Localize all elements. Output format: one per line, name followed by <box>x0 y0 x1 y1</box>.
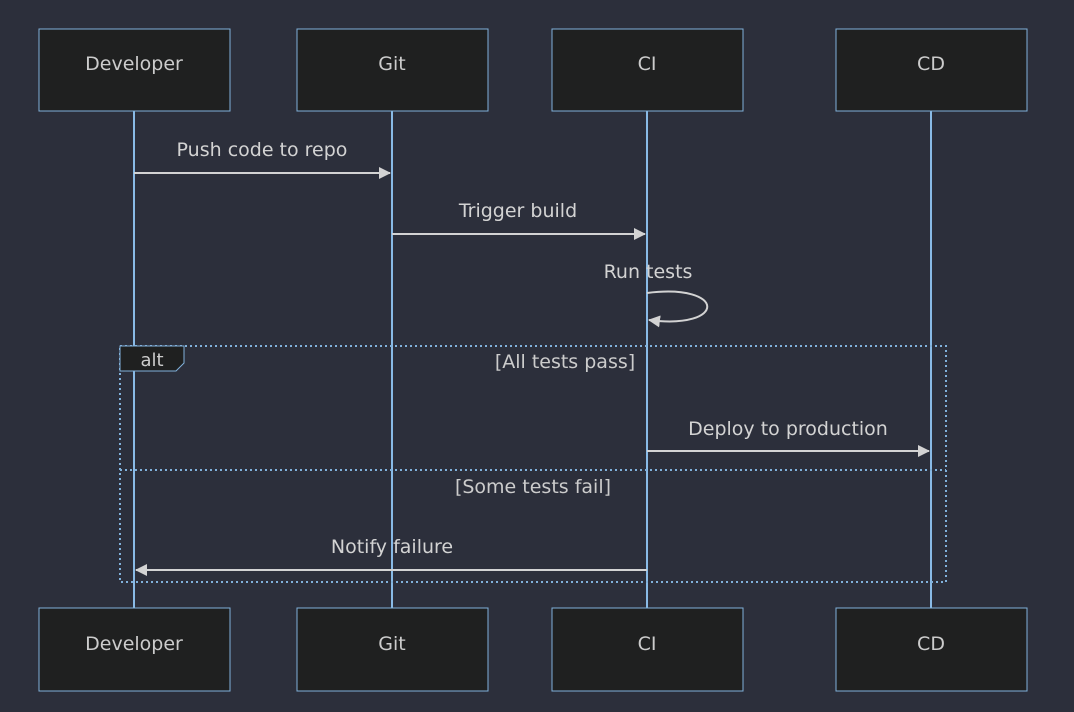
alt-label: alt <box>140 350 163 371</box>
self-loop-arrow <box>646 290 709 328</box>
participant-bottom-developer: Developer <box>38 607 231 692</box>
participant-label: CD <box>917 53 945 75</box>
participant-label: Developer <box>85 53 183 75</box>
message-push-code: Push code to repo <box>134 139 391 179</box>
message-trigger-build: Trigger build <box>392 200 646 240</box>
participant-label: CD <box>917 633 945 655</box>
message-notify-failure: Notify failure <box>135 536 647 576</box>
participant-label: Git <box>378 633 405 655</box>
alt-condition-fail: [Some tests fail] <box>455 476 611 498</box>
participant-label: Git <box>378 53 405 75</box>
participant-bottom-git: Git <box>296 607 489 692</box>
alt-condition-pass: [All tests pass] <box>495 351 635 373</box>
alt-block: alt [All tests pass] [Some tests fail] <box>119 345 947 583</box>
alt-frame <box>119 345 947 583</box>
participant-bottom-ci: CI <box>551 607 744 692</box>
message-label: Notify failure <box>331 536 453 558</box>
message-label: Deploy to production <box>688 418 888 440</box>
participant-label: CI <box>638 53 657 75</box>
message-deploy: Deploy to production <box>647 418 930 457</box>
participant-bottom-cd: CD <box>835 607 1028 692</box>
message-run-tests: Run tests <box>604 261 709 328</box>
participant-top-git: Git <box>296 28 489 112</box>
message-label: Trigger build <box>458 200 577 222</box>
message-label: Push code to repo <box>177 139 348 161</box>
participant-label: CI <box>638 633 657 655</box>
participant-top-cd: CD <box>835 28 1028 112</box>
participant-top-developer: Developer <box>38 28 231 112</box>
message-label: Run tests <box>604 261 693 283</box>
participant-label: Developer <box>85 633 183 655</box>
alt-label-tab <box>119 345 185 372</box>
participant-top-ci: CI <box>551 28 744 112</box>
